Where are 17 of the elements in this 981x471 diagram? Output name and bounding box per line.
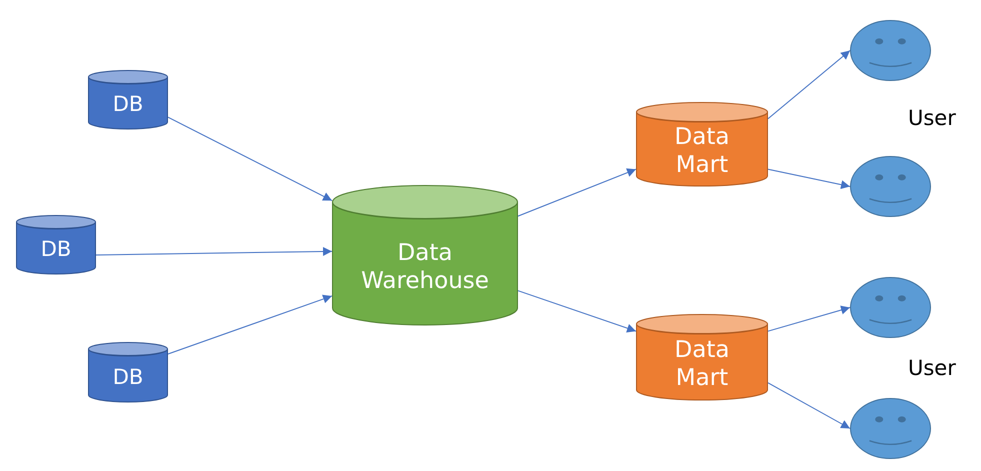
- arrow: [768, 382, 850, 429]
- user-label: User: [908, 356, 956, 380]
- node-label: DB: [40, 237, 72, 262]
- arrow: [518, 290, 636, 333]
- arrow: [518, 168, 636, 217]
- node-label: Data Warehouse: [360, 240, 490, 296]
- arrow: [168, 294, 332, 354]
- arrow: [768, 306, 850, 332]
- arrow: [768, 168, 850, 190]
- arrow: [168, 116, 332, 202]
- node-label: DB: [112, 92, 144, 118]
- arrow: [96, 246, 332, 256]
- node-label: Data Mart: [674, 124, 730, 180]
- user-label: User: [908, 106, 956, 130]
- node-label: DB: [112, 364, 144, 390]
- node-label: Data Mart: [674, 336, 730, 392]
- arrow: [768, 50, 850, 120]
